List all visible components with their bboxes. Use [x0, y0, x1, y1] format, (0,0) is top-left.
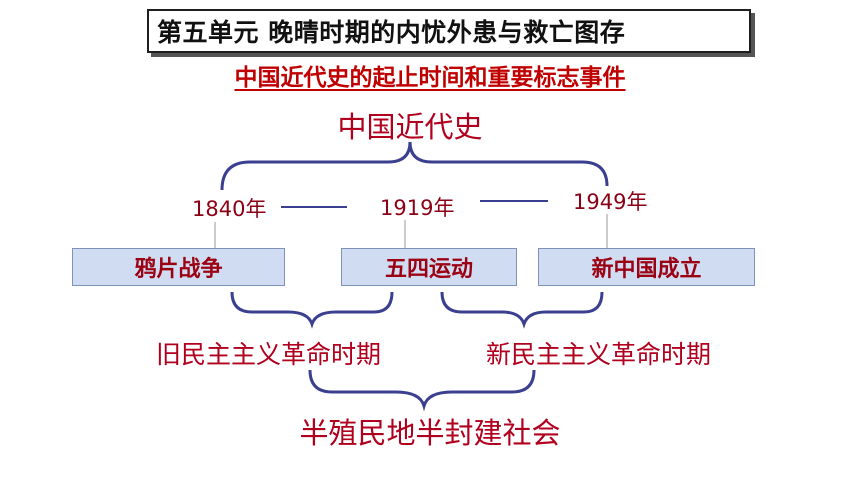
- slide-subtitle: 中国近代史的起止时间和重要标志事件: [234, 65, 626, 91]
- year-1949: 1949年: [573, 190, 648, 214]
- unit-title-box: 第五单元 晚晴时期的内忧外患与救亡图存: [147, 9, 751, 53]
- period-old-democratic: 旧民主主义革命时期: [156, 340, 382, 369]
- brace-new-democratic: [440, 291, 604, 329]
- event-opium-war: 鸦片战争: [72, 248, 285, 286]
- year-1840: 1840年: [192, 197, 267, 221]
- unit-title: 第五单元 晚晴时期的内忧外患与救亡图存: [157, 18, 626, 47]
- event-new-china: 新中国成立: [538, 248, 755, 286]
- bottom-label-semi-colonial: 半殖民地半封建社会: [299, 416, 561, 450]
- year-1919: 1919年: [380, 196, 455, 220]
- event-may-fourth: 五四运动: [341, 248, 517, 286]
- top-label-modern-history: 中国近代史: [337, 110, 483, 144]
- brace-semi-colonial: [308, 369, 536, 412]
- brace-old-democratic: [230, 291, 394, 329]
- period-new-democratic: 新民主主义革命时期: [486, 340, 712, 369]
- top-brace: [220, 141, 609, 191]
